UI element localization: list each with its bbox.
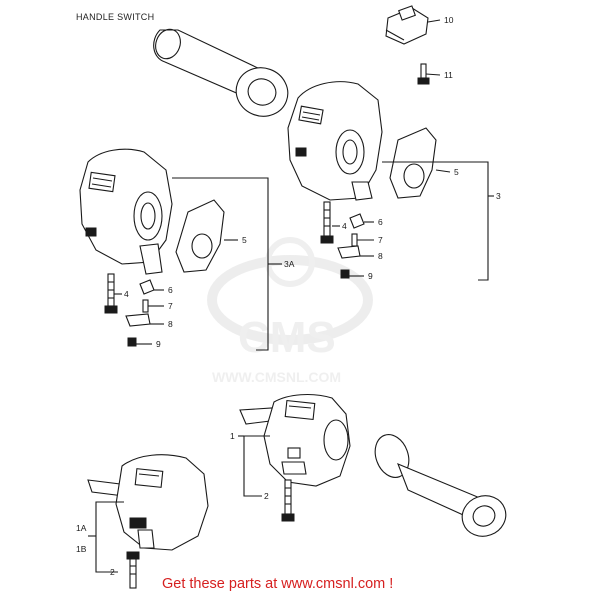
switch-housing-left-lower: [87, 454, 209, 551]
switch-housing-right-upper: [287, 81, 383, 201]
callouts: 10 11 5 3 4 6 7 8 9 5 3A 4 6 7 8 9 1 2 1…: [76, 15, 501, 577]
switch-part-10: [385, 5, 429, 45]
callout-6-left: 6: [168, 285, 173, 295]
callout-8-left: 8: [168, 319, 173, 329]
grip-bottom: [374, 434, 507, 537]
part-7-left: [142, 299, 149, 313]
callout-3: 3: [496, 191, 501, 201]
callout-7-left: 7: [168, 301, 173, 311]
watermark-brand: CMS: [238, 313, 336, 362]
screw-part-11: [417, 63, 430, 85]
callout-6-right: 6: [378, 217, 383, 227]
callout-7-right: 7: [378, 235, 383, 245]
callout-5-right: 5: [454, 167, 459, 177]
part-7-right: [351, 233, 358, 247]
part-8-left: [125, 313, 151, 327]
part-6-left: [139, 279, 155, 295]
switch-housing-left-upper: [79, 148, 173, 275]
screw-part-4-right: [320, 201, 334, 244]
screw-part-9-right: [340, 269, 350, 279]
screw-part-4-left: [104, 273, 118, 314]
callout-9-left: 9: [156, 339, 161, 349]
part-8-right: [337, 245, 361, 259]
callout-8-right: 8: [378, 251, 383, 261]
footer-link-text[interactable]: Get these parts at www.cmsnl.com !: [162, 576, 394, 592]
watermark-url: WWW.CMSNL.COM: [212, 369, 341, 385]
callout-1: 1: [230, 431, 235, 441]
switch-housing-right-lower: [239, 393, 351, 487]
cover-part-5-right: [389, 127, 437, 199]
leader-lines: [88, 19, 494, 573]
callout-1a: 1A: [76, 523, 87, 533]
diagram-title: HANDLE SWITCH: [76, 12, 155, 22]
callout-4-right: 4: [342, 221, 347, 231]
callout-3a: 3A: [284, 259, 295, 269]
watermark: CMS WWW.CMSNL.COM: [207, 237, 373, 385]
callout-11: 11: [444, 70, 453, 80]
callout-5-left: 5: [242, 235, 247, 245]
screw-part-2-right: [281, 479, 295, 522]
cover-part-5-left: [175, 199, 225, 273]
screw-part-9-left: [127, 337, 137, 347]
callout-1b: 1B: [76, 544, 87, 554]
grip-top: [153, 28, 289, 117]
callout-10: 10: [444, 15, 454, 25]
callout-9-right: 9: [368, 271, 373, 281]
screw-part-2-left: [126, 551, 140, 589]
callout-4-left: 4: [124, 289, 129, 299]
callout-2-right: 2: [264, 491, 269, 501]
part-6-right: [349, 213, 365, 229]
callout-2-left: 2: [110, 567, 115, 577]
